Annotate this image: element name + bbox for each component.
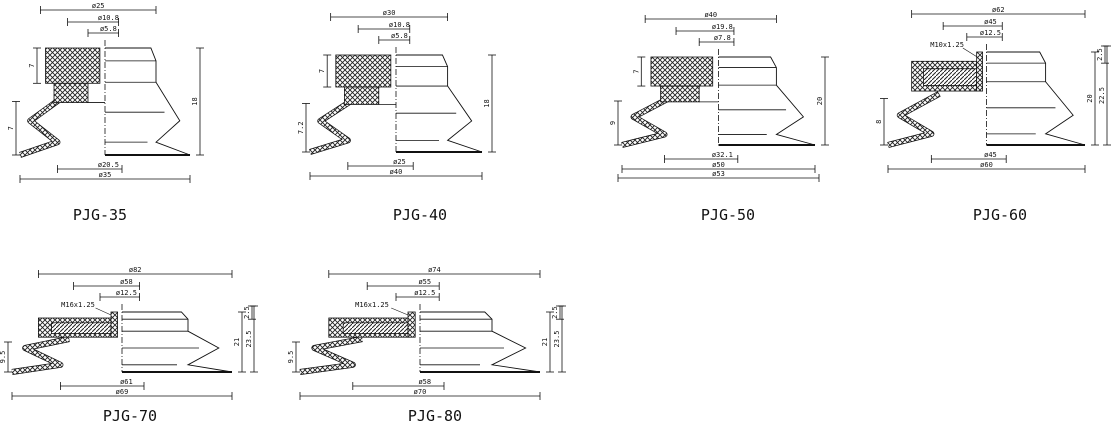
thread-hatch: [110, 311, 118, 338]
insert-hatch: [342, 322, 409, 334]
dimension-label: ø50: [712, 161, 725, 169]
dimension-label: 2.5: [551, 306, 559, 319]
cup-neck-hatch: [660, 85, 700, 103]
dimension-label: ø61: [120, 378, 133, 386]
dimension-label: 20: [816, 97, 824, 105]
dimension-label: ø10.8: [389, 21, 410, 29]
dimension-label: 9.5: [287, 351, 295, 364]
figure-caption-pjg-40: PJG-40: [392, 206, 448, 224]
thread-hatch: [407, 311, 416, 338]
cup-shell-hatch: [11, 336, 70, 375]
dimension-label: 18: [483, 99, 491, 107]
dimension-label: 21: [541, 338, 549, 346]
figure-pjg-80: M16x1.25 ø74 ø55 ø12.5 ø58 ø70 9.5 21 23.5 2.5: [287, 266, 566, 400]
cup-neck-hatch: [53, 82, 89, 103]
figure-caption-pjg-50: PJG-50: [700, 206, 756, 224]
dimension-label: ø58: [418, 378, 431, 386]
dimension-label: ø40: [390, 168, 403, 176]
cup-outline-right: [986, 51, 1086, 146]
figure-caption-pjg-70: PJG-70: [102, 407, 158, 425]
dimension-label: 23.5: [245, 331, 253, 348]
dimension-label: ø32.1: [712, 151, 733, 159]
dimension-label: ø55: [418, 278, 431, 286]
cup-top-block-hatch: [45, 47, 101, 84]
dimension-label: ø12.5: [414, 289, 435, 297]
cup-neck-hatch: [343, 86, 380, 105]
dimension-label: ø7.8: [714, 34, 731, 42]
dimension-label: ø20.5: [98, 161, 119, 169]
thread-hatch: [976, 51, 983, 92]
figure-caption-pjg-60: PJG-60: [972, 206, 1028, 224]
dimension-label: 7: [7, 126, 15, 130]
dimension-label: ø74: [428, 266, 441, 274]
thread-label: M10x1.25: [930, 41, 964, 49]
thread-label: M16x1.25: [61, 301, 95, 309]
cup-outline-right: [718, 56, 816, 146]
cup-top-block-hatch: [335, 54, 392, 88]
dimension-label: ø58: [120, 278, 133, 286]
insert-hatch: [923, 68, 978, 86]
dimension-label: 22.5: [1098, 87, 1106, 104]
figure-caption-pjg-80: PJG-80: [407, 407, 463, 425]
dimension-label: ø30: [383, 9, 396, 17]
thread-leader: [95, 307, 112, 316]
dimension-label: ø70: [414, 388, 427, 396]
dimension-label: 9.5: [0, 351, 7, 364]
figure-pjg-60: M10x1.25 ø62 ø45 ø12.5 ø45 ø60 8 20 22.5 2.5: [875, 6, 1111, 173]
dimension-label: 7.2: [297, 121, 305, 134]
cup-outline-right: [122, 311, 233, 373]
dimension-label: ø12.5: [116, 289, 137, 297]
insert-hatch: [51, 322, 112, 334]
cup-shell-hatch: [887, 91, 941, 148]
dimension-label: ø53: [712, 170, 725, 178]
dimension-label: ø45: [984, 18, 997, 26]
figure-caption-pjg-35: PJG-35: [72, 206, 128, 224]
dimension-label: ø5.8: [391, 32, 408, 40]
figure-pjg-35: ø25 ø10.8 ø5.8 ø20.5 ø35 7 7 18: [7, 2, 204, 183]
dimension-label: 7: [632, 69, 640, 73]
cup-shell-hatch: [621, 94, 674, 148]
dimension-label: 2.5: [243, 306, 251, 319]
dimension-label: ø62: [992, 6, 1005, 14]
dimension-label: ø69: [116, 388, 129, 396]
figure-pjg-40: ø30 ø10.8 ø5.8 ø25 ø40 7 7.2 18: [297, 9, 496, 180]
cup-outline-right: [396, 54, 483, 153]
thread-leader: [962, 47, 977, 57]
dimension-label: ø25: [393, 158, 406, 166]
dimension-label: ø5.8: [100, 25, 117, 33]
dimension-label: ø12.5: [980, 29, 1001, 37]
dimension-label: 8: [875, 120, 883, 124]
dimension-label: ø10.8: [98, 14, 119, 22]
thread-leader: [391, 307, 409, 316]
dimension-label: ø40: [704, 11, 717, 19]
dimension-label: ø82: [129, 266, 142, 274]
cup-outline-right: [105, 47, 191, 156]
dimension-label: 23.5: [553, 331, 561, 348]
cup-shell-hatch: [299, 336, 363, 375]
dimension-label: ø25: [92, 2, 105, 10]
thread-label: M16x1.25: [355, 301, 389, 309]
cup-top-block-hatch: [650, 56, 714, 87]
dimension-label: 2.5: [1096, 48, 1104, 61]
cup-outline-right: [420, 311, 541, 373]
dimension-label: 7: [318, 69, 326, 73]
dimension-label: ø60: [980, 161, 993, 169]
dimension-label: ø45: [984, 151, 997, 159]
dimension-label: 7: [28, 64, 36, 68]
dimension-label: ø35: [99, 171, 112, 179]
cup-shell-hatch: [309, 96, 356, 155]
dimension-label: 20: [1086, 94, 1094, 102]
dimension-label: 9: [609, 121, 617, 125]
figure-pjg-70: M16x1.25 ø82 ø58 ø12.5 ø61 ø69 9.5 21 23.5 2.5: [0, 266, 258, 400]
cup-shell-hatch: [19, 94, 66, 158]
dimension-label: 21: [233, 338, 241, 346]
dimension-label: 18: [191, 97, 199, 105]
dimension-label: ø19.8: [712, 23, 733, 31]
